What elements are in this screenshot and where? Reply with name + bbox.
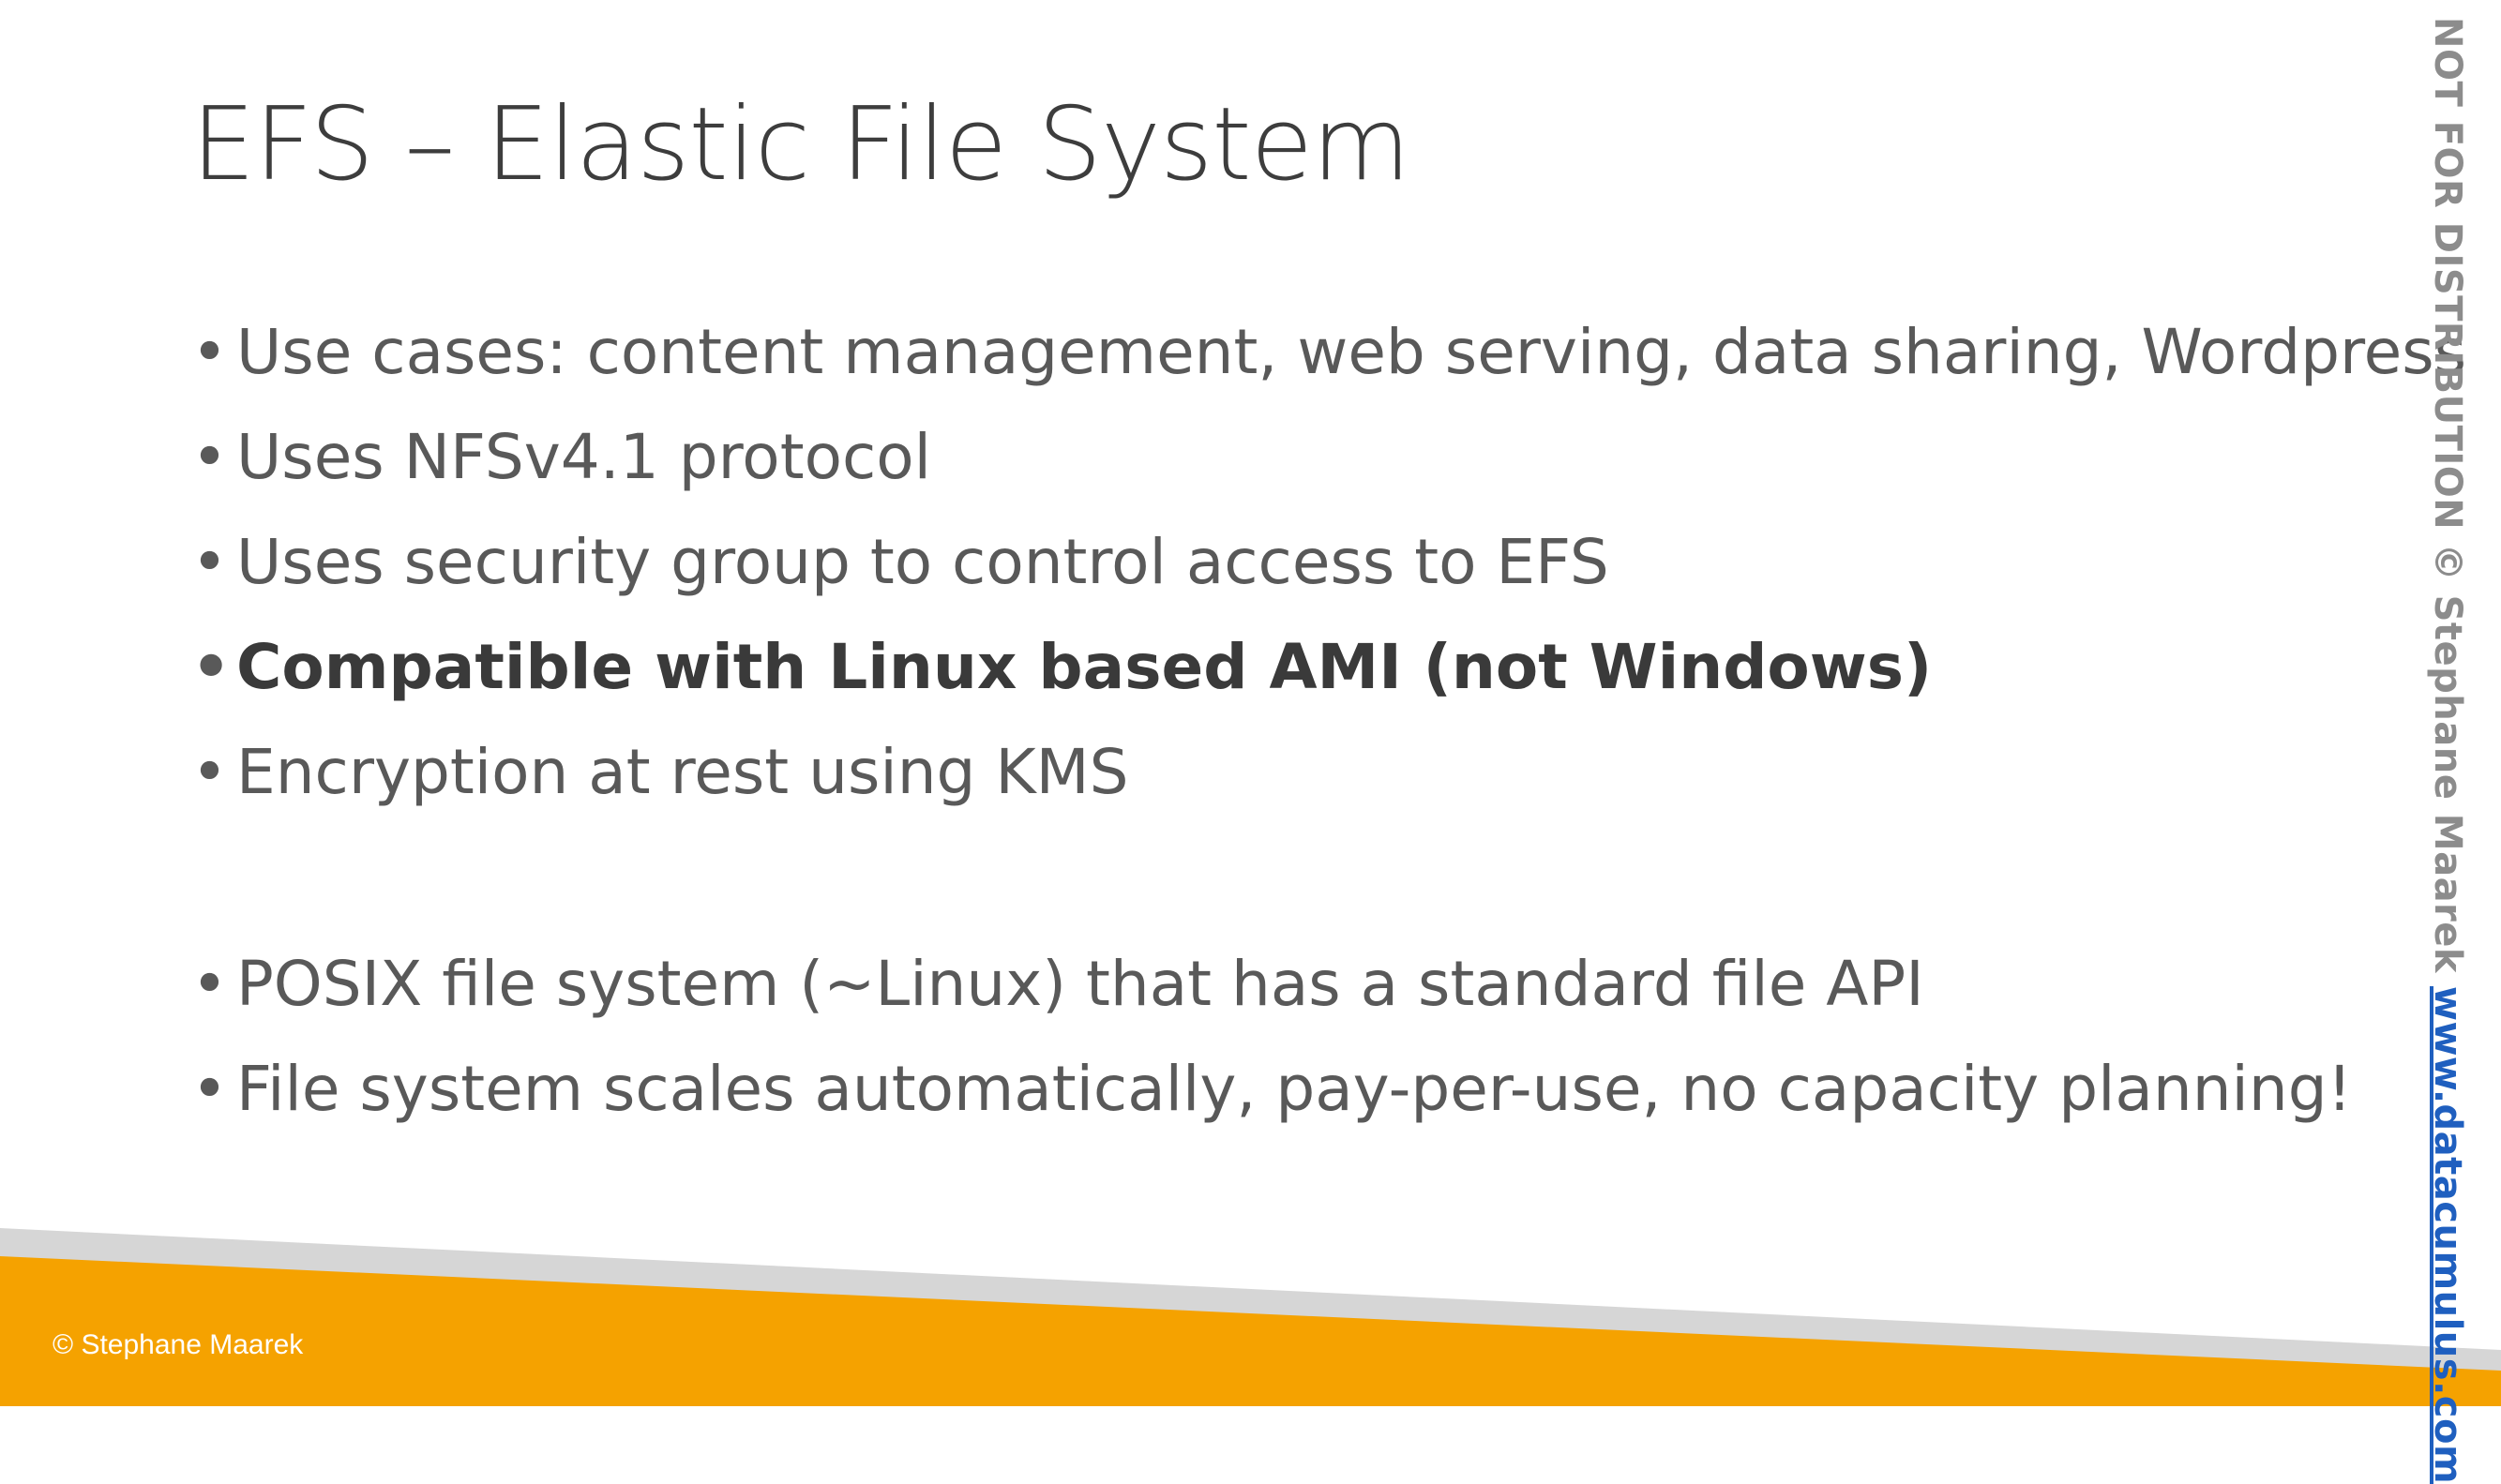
footer-band-orange bbox=[0, 1256, 2501, 1406]
bullet-encryption: Encryption at rest using KMS bbox=[191, 720, 2466, 825]
bullet-linux-compatible: Compatible with Linux based AMI (not Win… bbox=[191, 615, 2466, 720]
bullet-scaling: File system scales automatically, pay-pe… bbox=[191, 1037, 2466, 1142]
bullet-nfs-protocol: Uses NFSv4.1 protocol bbox=[191, 405, 2466, 510]
bullet-list: Use cases: content management, web servi… bbox=[191, 300, 2466, 1142]
bullet-posix: POSIX file system (~Linux) that has a st… bbox=[191, 932, 2466, 1037]
slide-title: EFS – Elastic File System bbox=[191, 86, 1410, 203]
footer-band bbox=[0, 1228, 2501, 1406]
watermark-notice: NOT FOR DISTRIBUTION © Stephane Maarek bbox=[2426, 17, 2469, 974]
bullet-security-group: Uses security group to control access to… bbox=[191, 510, 2466, 615]
footer-copyright: © Stephane Maarek bbox=[53, 1329, 304, 1360]
watermark-site-link[interactable]: www.datacumulus.com bbox=[2426, 986, 2469, 1484]
distribution-watermark: NOT FOR DISTRIBUTION © Stephane Maarek ww… bbox=[2426, 17, 2469, 1484]
bullet-use-cases: Use cases: content management, web servi… bbox=[191, 300, 2466, 405]
